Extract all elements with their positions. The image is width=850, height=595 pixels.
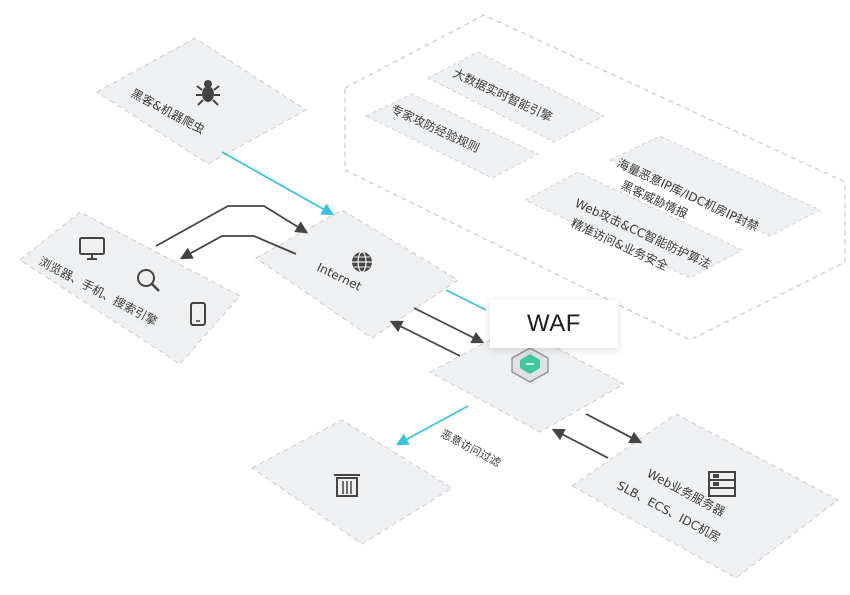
feature-tile	[426, 51, 606, 143]
waf-label: WAF	[527, 310, 581, 337]
internet-node	[255, 209, 459, 339]
filter-node	[251, 419, 453, 545]
waf-node	[428, 325, 626, 433]
waf-label-card: WAF	[490, 300, 618, 348]
globe-icon	[352, 251, 372, 273]
clients-node	[19, 211, 241, 365]
attacker-node	[96, 37, 307, 165]
feature-tile	[364, 93, 540, 179]
arrow-servers-to-waf	[551, 428, 609, 459]
arrow-waf-to-servers	[585, 413, 643, 444]
feature-tile	[608, 135, 822, 237]
arrow-clients-to-internet	[155, 205, 309, 247]
arrow-waf-to-internet	[389, 320, 461, 357]
line-internet-to-waf	[445, 289, 487, 311]
bug-icon	[196, 80, 220, 106]
arrow-internet-to-clients	[179, 235, 297, 260]
search-icon	[137, 269, 160, 292]
filter-label: 恶意访问过滤	[439, 426, 504, 469]
arrow-internet-to-waf	[413, 307, 485, 344]
phone-icon	[190, 302, 206, 326]
feature-tile	[523, 171, 744, 279]
server-icon	[708, 471, 736, 497]
arrow-attacker-to-internet	[221, 151, 335, 216]
arrow-waf-to-filter	[395, 405, 469, 446]
feature-panel-outline	[344, 14, 846, 341]
shield-icon	[511, 347, 549, 383]
monitor-icon	[79, 237, 105, 260]
trash-icon	[334, 474, 360, 497]
